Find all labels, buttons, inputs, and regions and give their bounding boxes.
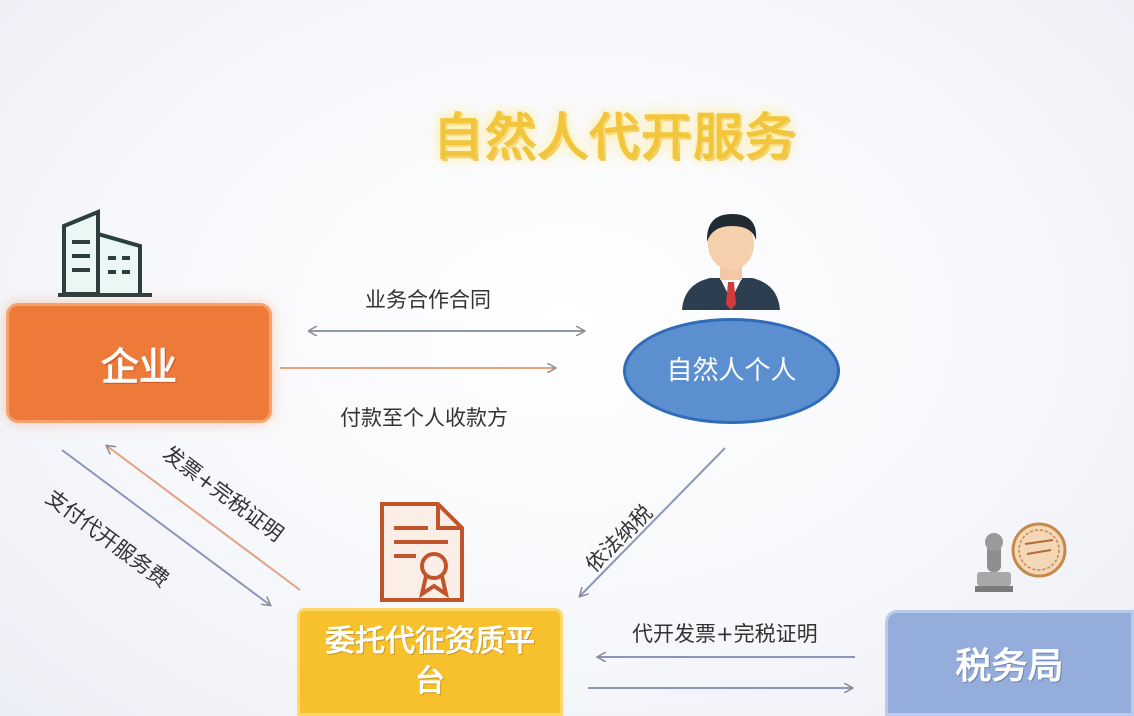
diagram-title: 自然人代开服务 bbox=[433, 108, 797, 166]
payment-label: 付款至个人收款方 bbox=[340, 406, 508, 430]
platform-node: 委托代征资质平台 bbox=[297, 608, 563, 716]
building-icon bbox=[58, 209, 152, 297]
stamp-icon bbox=[975, 522, 1067, 592]
certificate-icon bbox=[380, 502, 464, 602]
contract-label: 业务合作合同 bbox=[365, 288, 491, 312]
tax-bureau-node: 税务局 bbox=[885, 610, 1134, 716]
platform-label: 委托代征资质平台 bbox=[325, 624, 535, 699]
natural-person-node: 自然人个人 bbox=[623, 318, 840, 424]
invoice-to-enterprise-arrow bbox=[107, 446, 301, 591]
enterprise-node: 企业 bbox=[6, 303, 272, 423]
tax-filing-arrow bbox=[580, 447, 726, 596]
invoice-issue-label: 代开发票+完税证明 bbox=[632, 622, 818, 646]
businessman-icon bbox=[682, 214, 780, 310]
service-fee-arrow bbox=[61, 449, 270, 605]
natural-person-label: 自然人个人 bbox=[666, 356, 797, 386]
